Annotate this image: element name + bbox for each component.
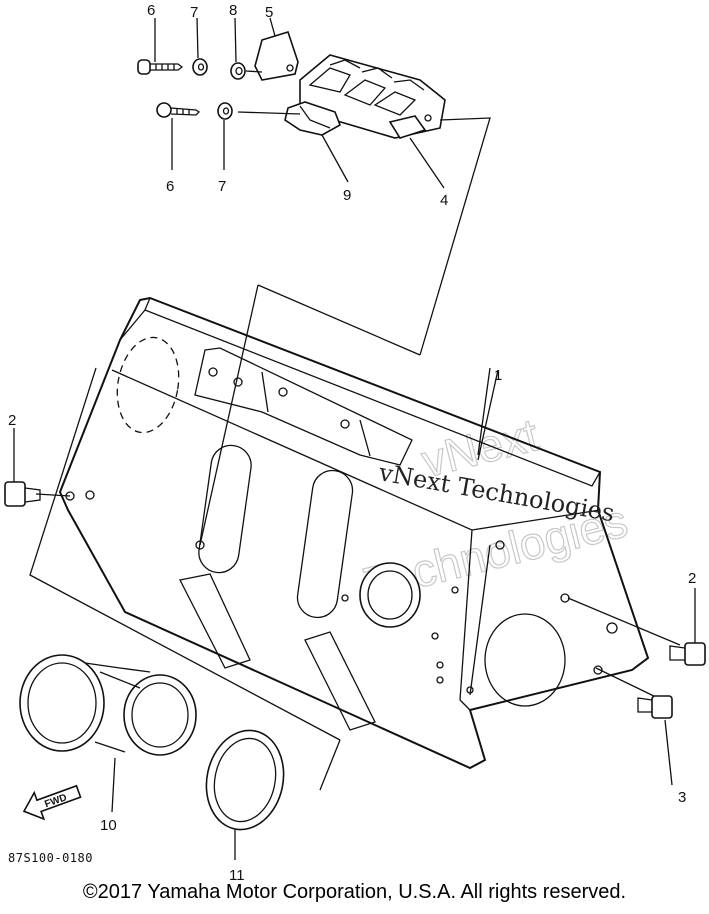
- fwd-arrow-icon: FWD: [22, 784, 82, 821]
- part-6-screw-top: [137, 59, 184, 75]
- leader-lines: [13, 17, 696, 860]
- copyright-notice: ©2017 Yamaha Motor Corporation, U.S.A. A…: [82, 881, 627, 903]
- fwd-label: FWD: [43, 792, 68, 810]
- callout-8: 8: [229, 2, 237, 19]
- callout-11: 11: [229, 867, 245, 884]
- callout-labels: 6 7 8 5 6 7 9 4 1 2 2 3 10 11: [8, 2, 696, 884]
- guide-lines-top: [199, 70, 491, 546]
- callout-7-bottom: 7: [218, 178, 226, 195]
- guide-lines-main: [29, 367, 681, 791]
- callout-2-right: 2: [688, 570, 696, 587]
- callout-4: 4: [440, 192, 448, 209]
- part-10-intake-duct: [19, 654, 197, 756]
- part-7-washer-top: [192, 58, 208, 76]
- part-3-bolt: [637, 695, 673, 719]
- callout-10: 10: [100, 817, 117, 834]
- callout-1: 1: [494, 367, 502, 384]
- callout-7-top: 7: [190, 4, 198, 21]
- part-6-screw-bottom: [156, 102, 201, 118]
- part-code: 87S100-0180: [8, 851, 93, 865]
- part-11-gasket: [205, 729, 285, 831]
- part-2-bolt-right: [669, 642, 706, 666]
- part-5-plate: [254, 31, 299, 81]
- callout-9: 9: [343, 187, 351, 204]
- part-8-nut: [230, 62, 246, 80]
- callout-6-top: 6: [147, 2, 155, 19]
- part-2-bolt-left: [4, 481, 41, 507]
- callout-2-left: 2: [8, 412, 16, 429]
- callout-6-bottom: 6: [166, 178, 174, 195]
- part-7-washer-bottom: [217, 102, 233, 120]
- callout-5: 5: [265, 4, 273, 21]
- callout-3: 3: [678, 789, 686, 806]
- part-9-clamp: [284, 101, 341, 136]
